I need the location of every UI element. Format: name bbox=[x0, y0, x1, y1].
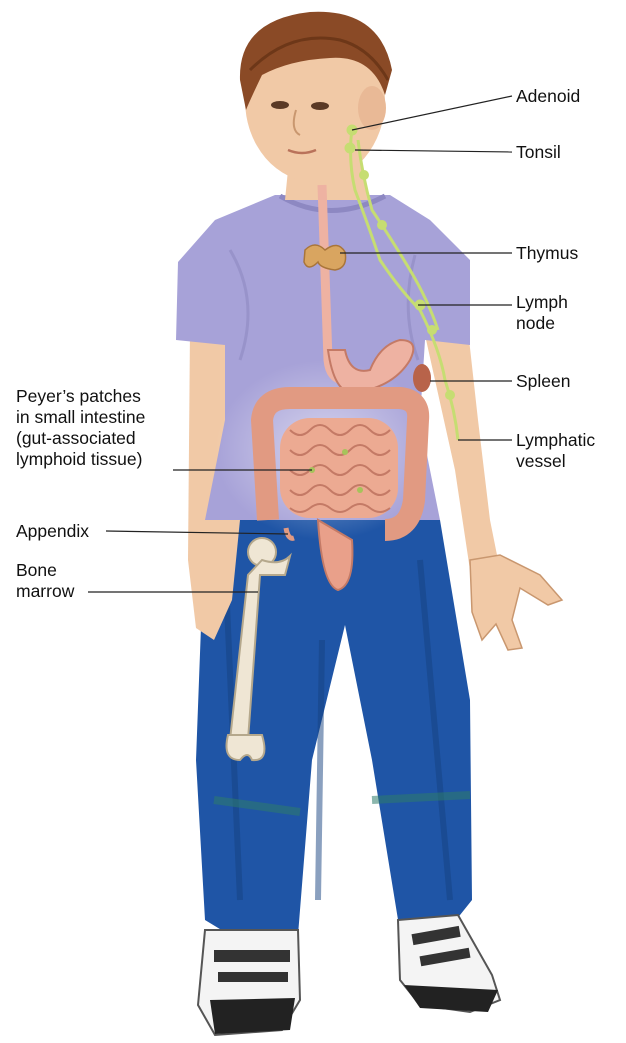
right-shoe bbox=[398, 915, 500, 1012]
label-lymphatic-vessel-line2: vessel bbox=[516, 451, 595, 472]
label-lymphatic-vessel-line1: Lymphatic bbox=[516, 430, 595, 451]
left-shoe bbox=[198, 930, 300, 1035]
label-spleen: Spleen bbox=[516, 371, 571, 392]
label-bone-marrow-line2: marrow bbox=[16, 581, 74, 602]
label-lymph-node: Lymph node bbox=[516, 292, 568, 334]
small-intestine bbox=[280, 418, 398, 518]
label-appendix-text: Appendix bbox=[16, 521, 89, 542]
label-peyers-patches-line4: lymphoid tissue) bbox=[16, 449, 145, 470]
label-thymus: Thymus bbox=[516, 243, 578, 264]
thymus bbox=[304, 245, 346, 270]
label-tonsil-text: Tonsil bbox=[516, 142, 561, 163]
label-peyers-patches-line3: (gut-associated bbox=[16, 428, 145, 449]
label-lymph-node-line2: node bbox=[516, 313, 568, 334]
head bbox=[240, 12, 392, 182]
label-adenoid-text: Adenoid bbox=[516, 86, 580, 107]
label-tonsil: Tonsil bbox=[516, 142, 561, 163]
label-peyers-patches-line1: Peyer’s patches bbox=[16, 386, 145, 407]
leader-tonsil bbox=[355, 150, 512, 152]
label-spleen-text: Spleen bbox=[516, 371, 571, 392]
label-lymph-node-line1: Lymph bbox=[516, 292, 568, 313]
spleen bbox=[413, 364, 431, 392]
label-appendix: Appendix bbox=[16, 521, 89, 542]
label-peyers-patches-line2: in small intestine bbox=[16, 407, 145, 428]
label-peyers-patches: Peyer’s patches in small intestine (gut-… bbox=[16, 386, 145, 470]
label-adenoid: Adenoid bbox=[516, 86, 580, 107]
label-bone-marrow-line1: Bone bbox=[16, 560, 74, 581]
label-lymphatic-vessel: Lymphatic vessel bbox=[516, 430, 595, 472]
label-bone-marrow: Bone marrow bbox=[16, 560, 74, 602]
label-thymus-text: Thymus bbox=[516, 243, 578, 264]
